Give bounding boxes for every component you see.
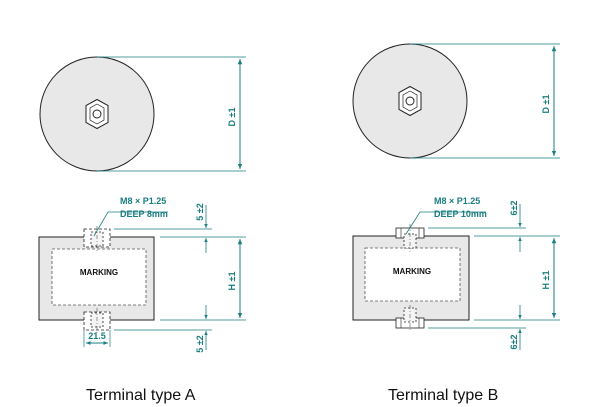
type-b-marking-label: MARKING — [393, 267, 431, 276]
type-a-bottom-offset-label: 5 ±2 — [195, 335, 205, 352]
type-a-width-label: 21.5 — [88, 331, 106, 341]
type-a-thread-label: M8 × P1.25 — [120, 196, 166, 206]
type-a-depth-label: DEEP 8mm — [120, 209, 168, 219]
type-b-hex-nut-inner — [402, 90, 418, 112]
type-a-side-view: MARKING M8 × P1.25 DEEP 8mm 5 ±2 H ± — [38, 196, 246, 353]
type-b-thread-hole — [405, 96, 415, 106]
type-b-top-view: D ±1 — [352, 43, 560, 159]
type-b-diameter-label: D ±1 — [541, 95, 551, 114]
type-a-top-view: D ±1 — [39, 56, 246, 172]
type-a-top-offset-label: 5 ±2 — [195, 203, 205, 220]
type-a-diameter-label: D ±1 — [227, 108, 237, 127]
type-b-drawing: D ±1 MARKING M8 × P1.25 DEEP 10mm — [352, 43, 560, 350]
type-b-callout-leader — [405, 211, 486, 235]
type-a-marking-label: MARKING — [80, 268, 118, 277]
type-b-marking-area — [364, 247, 461, 302]
type-a-callout-leader — [93, 211, 168, 237]
type-b-side-view: MARKING M8 × P1.25 DEEP 10mm — [352, 196, 560, 350]
type-b-caption: Terminal type B — [388, 387, 499, 404]
type-b-top-offset-label: 6±2 — [509, 201, 519, 216]
type-a-drawing: D ±1 MARKING M8 × P1.25 DEEP 8mm — [38, 56, 246, 353]
type-b-thread-label: M8 × P1.25 — [434, 196, 480, 206]
type-a-hex-nut-inner — [89, 103, 105, 125]
type-b-depth-label: DEEP 10mm — [434, 209, 487, 219]
type-b-bottom-offset-label: 6±2 — [509, 335, 519, 350]
type-a-marking-area — [51, 248, 147, 306]
type-a-height-label: H ±1 — [227, 272, 237, 291]
type-b-height-label: H ±1 — [541, 271, 551, 290]
type-a-caption: Terminal type A — [86, 387, 196, 404]
type-a-thread-hole — [92, 109, 102, 119]
